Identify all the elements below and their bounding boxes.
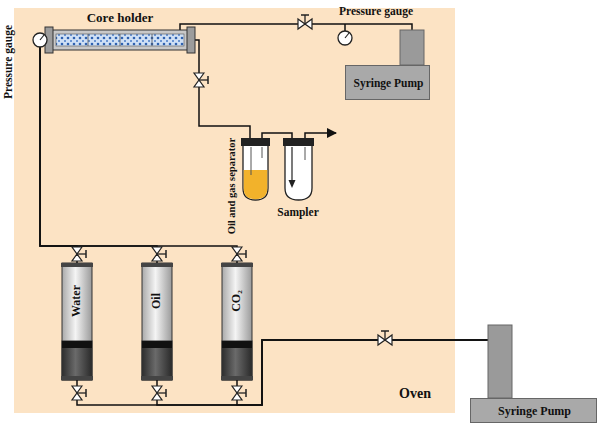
gauge-label: Pressure gauge [2,25,15,99]
valve-symbols [72,15,392,400]
pipe-line [40,40,77,263]
pipe-line [180,24,412,65]
sampler-tube: Sampler [285,140,312,200]
outlet-arrow [305,133,336,138]
syringe-pump-label: Syringe Pump [354,77,424,90]
syringe-pump: Syringe Pump [345,65,430,100]
pipe-line [157,340,500,405]
tube-stoppers [241,138,314,146]
fluid-cylinder: Oil [142,263,172,380]
pipe-line [40,40,157,263]
separator-tube-glass [243,140,268,200]
core-holder: Core holder [50,30,190,50]
core-holder-body [45,27,195,53]
fluid-cylinder-label: CO₂ [230,290,244,312]
pipe-line [237,340,500,405]
syringe-pump: Syringe Pump [470,398,597,423]
oven-enclosure: Oven Core holderSyringe PumpOil and gas s… [14,8,455,413]
fluid-cylinder-label: Water [70,285,84,317]
pipe-line [40,40,237,263]
fluid-cylinder: Water [62,263,92,380]
fluid-cylinder-label: Oil [150,293,164,309]
gauge-label: Pressure gauge [339,5,413,18]
fluid-cylinder: CO₂ [222,263,252,380]
oven-enclosure-label: Oven [399,386,431,402]
oven-ground [14,8,455,413]
pressure-gauge-symbols [33,24,352,47]
syringe-pump-label: Syringe Pump [498,405,571,419]
core-holder-label: Core holder [87,11,154,26]
separator-tube: Oil and gas separator [243,140,268,200]
separator-tube-label: Oil and gas separator [226,138,238,235]
sampler-tube-label: Sampler [277,206,319,219]
pipe-line [190,40,250,140]
pipe-line [77,340,500,405]
cylinder-bodies [61,263,253,380]
sampler-tube-glass [285,140,312,200]
